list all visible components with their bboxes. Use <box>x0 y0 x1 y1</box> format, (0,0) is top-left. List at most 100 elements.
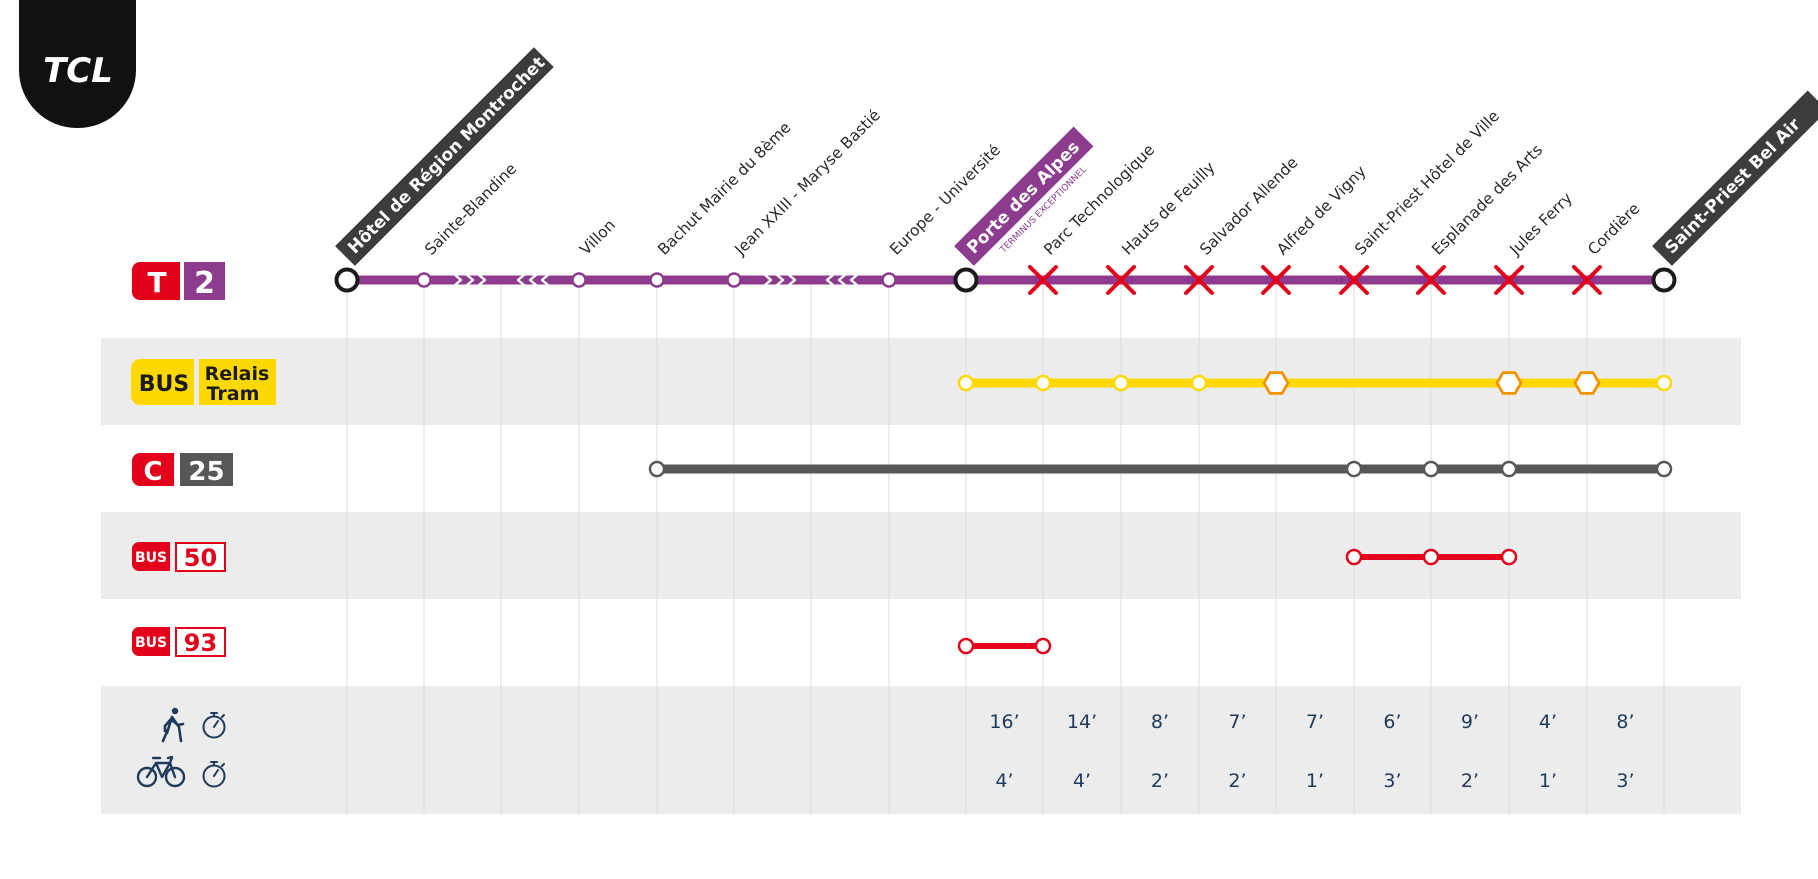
station-label-box <box>335 47 554 266</box>
chevron-right-icon <box>477 273 487 287</box>
walking-person-icon <box>161 707 185 743</box>
closed-station-cross-icon <box>1416 265 1446 295</box>
chevron-left-icon <box>528 273 538 287</box>
bike-time: 3’ <box>1616 770 1634 792</box>
bike-time: 2’ <box>1461 770 1479 792</box>
closed-station-cross-icon <box>1494 265 1524 295</box>
closed-station-cross-icon <box>1184 265 1214 295</box>
walk-time: 7’ <box>1306 711 1324 733</box>
bike-time: 1’ <box>1306 770 1324 792</box>
station-name: Jean XXIII - Maryse Bastié <box>731 106 884 259</box>
bus-mode-icon <box>132 627 170 656</box>
bus50-stop <box>1500 548 1518 566</box>
chevron-left-icon <box>837 273 847 287</box>
chevron-right-icon <box>453 273 463 287</box>
station-label-5: Jean XXIII - Maryse Bastié <box>731 106 884 259</box>
relais-stop <box>1655 374 1673 392</box>
relais-stop <box>1112 374 1130 392</box>
station-name: Bachut Mairie du 8ème <box>654 119 794 259</box>
t2-stop <box>416 272 432 288</box>
station-label-13: Saint-Priest Hôtel de Ville <box>1351 107 1503 259</box>
station-name: Villon <box>576 216 619 259</box>
station-label-4: Bachut Mairie du 8ème <box>654 119 794 259</box>
t2-terminus-stop <box>334 267 360 293</box>
t2-number: 2 <box>194 266 215 301</box>
walk-time: 9’ <box>1461 711 1479 733</box>
c25-stop <box>1655 460 1673 478</box>
walk-time: 4’ <box>1539 711 1557 733</box>
closed-station-cross-icon <box>1339 265 1369 295</box>
walk-time: 8’ <box>1616 711 1634 733</box>
bike-time: 2’ <box>1151 770 1169 792</box>
band-times <box>101 686 1741 814</box>
station-name: Saint-Priest Bel Air <box>1661 114 1805 258</box>
t2-terminus-stop <box>953 267 979 293</box>
bike-time: 2’ <box>1228 770 1246 792</box>
station-name: Jules Ferry <box>1506 189 1576 259</box>
relais-stop <box>957 374 975 392</box>
station-label-box <box>1652 90 1818 266</box>
relais-interchange-hex-icon <box>1262 371 1290 395</box>
tcl-logo: TCL <box>19 0 136 128</box>
stopwatch-icon <box>202 712 226 739</box>
bus-mode-icon <box>131 359 194 405</box>
bus50-line-badge: BUS 50 <box>132 542 226 572</box>
relais-tram-badge: BUS Relais Tram <box>131 359 276 405</box>
bike-time: 4’ <box>1073 770 1091 792</box>
chevron-right-icon <box>787 273 797 287</box>
station-label-15: Jules Ferry <box>1506 189 1576 259</box>
bicycle-icon <box>136 755 186 788</box>
bus50-stop <box>1345 548 1363 566</box>
walk-time: 8’ <box>1151 711 1169 733</box>
walk-time: 6’ <box>1383 711 1401 733</box>
bus50-mode-label: BUS <box>135 550 167 566</box>
c25-stop <box>1422 460 1440 478</box>
walk-time: 16’ <box>989 711 1019 733</box>
t2-terminus-stop <box>1651 267 1677 293</box>
line-routes <box>334 265 1677 655</box>
bus93-number: 93 <box>184 629 217 657</box>
relais-interchange-hex-icon <box>1495 371 1523 395</box>
bus-mode-icon <box>132 542 170 571</box>
t2-stop <box>881 272 897 288</box>
bus93-line-badge: BUS 93 <box>132 627 226 657</box>
station-name: Cordière <box>1584 200 1643 259</box>
c25-mode-label: C <box>143 457 162 487</box>
chevron-left-icon <box>849 273 859 287</box>
c25-stop <box>1500 460 1518 478</box>
bike-time: 3’ <box>1383 770 1401 792</box>
closed-station-cross-icon <box>1106 265 1136 295</box>
travel-times: 16’ 14’ 8’ 7’ 7’ 6’ 9’ 4’ 8’ 4’ 4’ 2’ 2’ 1’ 3’ 2’ 1’ 3’ <box>989 711 1634 792</box>
station-labels: Hôtel de Région MontrochetSainte-Blandin… <box>335 47 1818 266</box>
walk-time: 14’ <box>1067 711 1097 733</box>
relais-stop <box>1034 374 1052 392</box>
chevron-left-icon <box>540 273 550 287</box>
station-name: Saint-Priest Hôtel de Ville <box>1351 107 1503 259</box>
c25-line-badge: C 25 <box>132 453 233 487</box>
t2-mode-label: T <box>147 266 166 299</box>
t2-stop <box>726 272 742 288</box>
station-label-3: Villon <box>576 216 619 259</box>
relais-label-line1: Relais <box>205 363 270 385</box>
stopwatch-icon <box>202 761 226 788</box>
t2-stop <box>571 272 587 288</box>
chrono-mode-icon <box>132 453 174 486</box>
relais-mode-label: BUS <box>139 372 189 397</box>
c25-stop <box>1345 460 1363 478</box>
walk-time: 7’ <box>1228 711 1246 733</box>
station-label-17: Saint-Priest Bel Air <box>1652 90 1818 266</box>
bike-time: 4’ <box>995 770 1013 792</box>
closed-station-cross-icon <box>1261 265 1291 295</box>
t2-stop <box>649 272 665 288</box>
station-label-box <box>954 126 1094 266</box>
bike-time: 1’ <box>1539 770 1557 792</box>
relais-stop <box>1190 374 1208 392</box>
relais-label-line2: Tram <box>207 383 260 405</box>
bus50-number: 50 <box>184 544 217 572</box>
t2-line-badge: T 2 <box>132 262 225 301</box>
chevron-left-icon <box>516 273 526 287</box>
chevron-right-icon <box>775 273 785 287</box>
tram-mode-icon <box>132 262 180 300</box>
logo-text: TCL <box>43 51 113 91</box>
bus50-stop <box>1422 548 1440 566</box>
